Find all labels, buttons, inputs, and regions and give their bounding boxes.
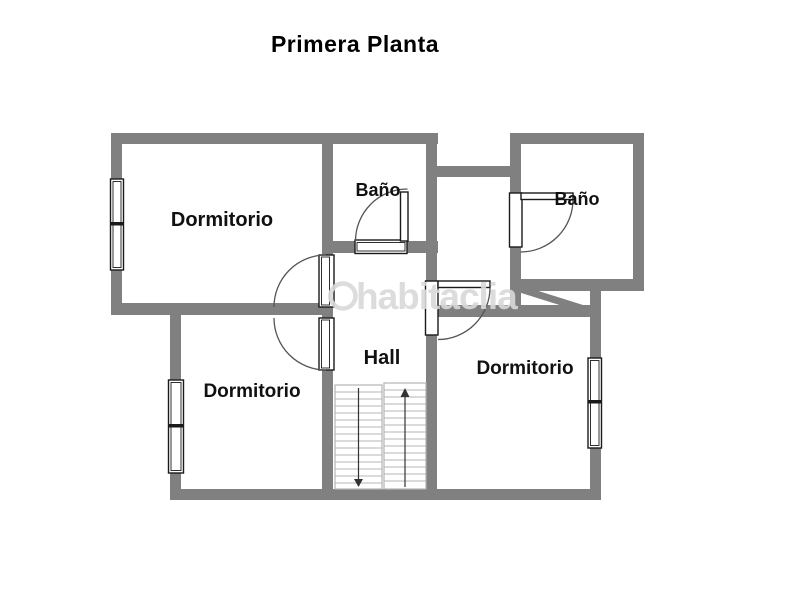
wall-left-step [111,303,333,315]
door-swing-arc [273,317,327,371]
door-swing-arc [520,199,574,253]
room-label-dormitorio-top-left: Dormitorio [171,209,273,231]
door-hall-to-dormitorio-right [424,280,491,341]
door-bano-middle [354,188,409,255]
window-right [587,357,603,449]
wall-hall-left-c [322,370,333,500]
walls [111,133,644,500]
window-divider [110,222,124,226]
door-leaf [321,319,330,369]
wall-main-right-b [590,448,601,500]
wall-bathroom-right-bottom [510,279,644,291]
page-title: Primera Planta [270,31,440,57]
door-jamb-inner [356,242,406,252]
wall-hall-right-b [426,335,437,500]
door-bano-right [508,192,574,253]
stair-arrow-down-icon [354,479,363,487]
door-leaf [437,280,491,289]
wall-diagonal [512,283,586,313]
wall-hall-left-a [322,133,333,255]
watermark: habitaclia [328,276,519,317]
watermark-logo-icon [328,281,358,311]
room-label-dormitorio-right: Dormitorio [476,358,573,379]
door-dormitorio-top-left [273,254,335,308]
wall-connector [426,166,513,177]
room-label-hall: Hall [364,347,401,369]
wall-bathroom-right-right [633,133,644,290]
door-dormitorio-bottom-left [273,317,335,371]
wall-top-main [111,133,438,144]
door-jamb [424,280,439,336]
wall-bathroom-right-left-b [510,247,521,317]
wall-left-lower-b [170,473,181,500]
room-label-bano-right: Baño [555,189,600,209]
stair-arrow-up-icon [400,388,410,397]
wall-left-upper-a [111,133,122,179]
watermark-text: habitaclia [356,276,518,317]
window-divider [588,400,602,404]
door-leaf [321,256,330,306]
door-swing-arc [354,188,408,242]
wall-hall-left-b [322,307,333,318]
staircase [334,382,427,490]
window-divider [168,424,184,428]
door-jamb [318,317,335,371]
room-label-bano-middle: Baño [356,180,401,200]
wall-left-lower-a [170,303,181,380]
door-jamb [508,192,523,248]
door-leaf [399,191,409,242]
wall-top-bathroom-right [510,133,644,144]
room-label-dormitorio-bottom-left: Dormitorio [203,381,300,402]
door-jamb [354,239,408,255]
door-leaf [520,192,574,201]
window-left-lower [167,379,185,474]
wall-bathroom-right-left-a [510,133,521,193]
wall-bottom [170,489,601,500]
wall-main-right-a [590,279,601,358]
door-swing-arc [437,287,491,341]
wall-left-upper-b [111,270,122,315]
door-swing-arc [273,254,327,308]
wall-hall-right-a [426,133,437,281]
window-left-upper [109,178,125,271]
